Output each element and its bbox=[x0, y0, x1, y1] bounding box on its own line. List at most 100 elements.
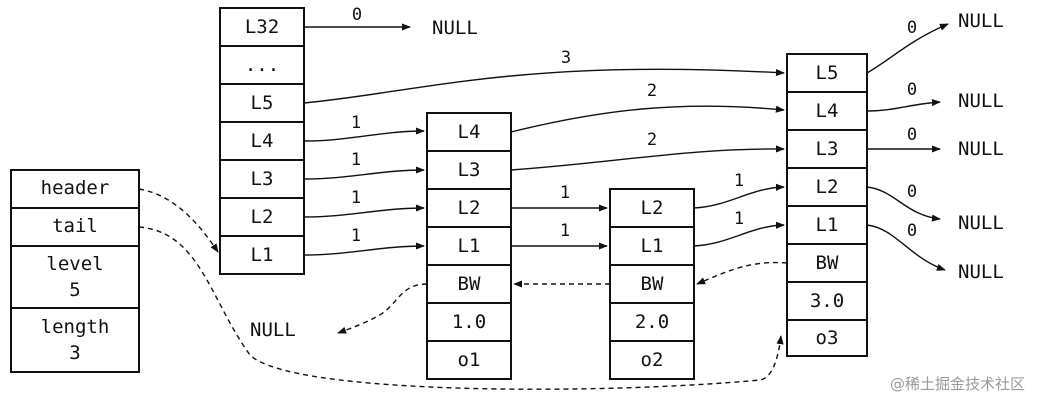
span-n2-l2: 1 bbox=[734, 171, 744, 191]
edge-tail-to-node3 bbox=[138, 226, 784, 390]
node1-level-l4-label: L4 bbox=[458, 121, 481, 143]
list-struct: header tail level 5 length 3 bbox=[10, 169, 140, 373]
node2-backward-label: BW bbox=[641, 273, 664, 295]
header-level-ellipsis-label: ... bbox=[245, 54, 279, 76]
length-field bbox=[10, 307, 140, 373]
span-n1-l1: 1 bbox=[560, 221, 570, 241]
header-field-label: header bbox=[41, 177, 110, 199]
node3-obj-label: o3 bbox=[816, 327, 839, 349]
struct-pointers bbox=[138, 188, 784, 390]
tail-field-label: tail bbox=[52, 215, 98, 237]
node3-backward-label: BW bbox=[816, 252, 839, 274]
edge-n1-bw-null bbox=[337, 283, 428, 334]
edge-n2-l1-node3 bbox=[693, 221, 785, 247]
header-level-l4 bbox=[219, 121, 305, 161]
edge-n3-bw-node2 bbox=[696, 261, 788, 285]
length-field-key: length bbox=[41, 316, 110, 338]
span-head-l5: 3 bbox=[561, 48, 571, 68]
node2-score bbox=[609, 302, 695, 342]
header-level-l2 bbox=[219, 197, 305, 237]
null-n1-bw: NULL bbox=[250, 319, 296, 341]
span-head-l2: 1 bbox=[351, 188, 361, 208]
edge-head-l1-node1 bbox=[303, 242, 425, 256]
node3-score-label: 3.0 bbox=[810, 290, 844, 312]
level-field-value: 5 bbox=[69, 279, 80, 301]
edge-n1-l4-node3 bbox=[510, 105, 785, 133]
edge-head-l5-node3 bbox=[303, 68, 785, 104]
node1-obj bbox=[426, 340, 512, 380]
node3-score bbox=[786, 281, 868, 321]
length-field-value: 3 bbox=[69, 342, 80, 364]
node-o3: L5 L4 L3 L2 L1 BW 3.0 o3 bbox=[786, 53, 868, 357]
node1-forward-pointers: 2 2 1 1 bbox=[510, 81, 785, 250]
node3-level-l2 bbox=[786, 167, 868, 207]
span-head-l1: 1 bbox=[351, 226, 361, 246]
null-n3-l4: NULL bbox=[958, 90, 1004, 112]
span-n3-l5: 0 bbox=[907, 18, 917, 38]
node3-level-l5-label: L5 bbox=[816, 62, 839, 84]
edge-n2-l2-node3 bbox=[693, 183, 785, 209]
span-n3-l1: 0 bbox=[907, 221, 917, 241]
node2-obj-label: o2 bbox=[641, 349, 664, 371]
node2-forward-pointers: 1 1 bbox=[693, 171, 785, 247]
span-n1-l2: 1 bbox=[560, 183, 570, 203]
node2-level-l1 bbox=[609, 226, 695, 266]
header-level-l2-label: L2 bbox=[251, 206, 274, 228]
null-n3-l3: NULL bbox=[958, 138, 1004, 160]
node3-backward bbox=[786, 243, 868, 283]
header-level-l3-label: L3 bbox=[251, 168, 274, 190]
span-n3-l4: 0 bbox=[907, 80, 917, 100]
span-n3-l2: 0 bbox=[907, 182, 917, 202]
node-o2: L2 L1 BW 2.0 o2 bbox=[609, 188, 695, 380]
node1-obj-label: o1 bbox=[458, 349, 481, 371]
edge-n3-l1-null bbox=[866, 224, 946, 271]
span-head-l3: 1 bbox=[351, 150, 361, 170]
header-node: L32 ... L5 L4 L3 L2 L1 bbox=[219, 7, 305, 275]
node1-score bbox=[426, 302, 512, 342]
span-head-l32: 0 bbox=[352, 5, 362, 25]
node3-level-l1-label: L1 bbox=[816, 214, 839, 236]
node-o1: L4 L3 L2 L1 BW 1.0 o1 bbox=[426, 112, 512, 380]
node3-level-l2-label: L2 bbox=[816, 176, 839, 198]
node2-level-l2 bbox=[609, 188, 695, 228]
null-n3-l2: NULL bbox=[958, 212, 1004, 234]
null-n3-l5: NULL bbox=[958, 10, 1004, 32]
span-n2-l1: 1 bbox=[734, 209, 744, 229]
span-n1-l3: 2 bbox=[647, 130, 657, 150]
edge-n1-l3-node3 bbox=[510, 145, 785, 171]
node2-score-label: 2.0 bbox=[635, 311, 669, 333]
node2-level-l1-label: L1 bbox=[641, 235, 664, 257]
header-field bbox=[10, 169, 140, 209]
edge-head-l4-node1 bbox=[303, 127, 425, 142]
edge-n3-l4-null bbox=[866, 98, 941, 112]
watermark: @稀土掘金技术社区 bbox=[890, 375, 1025, 393]
header-level-l4-label: L4 bbox=[251, 130, 274, 152]
node3-level-l4-label: L4 bbox=[816, 100, 839, 122]
node1-level-l4 bbox=[426, 112, 512, 152]
edge-n3-l5-null bbox=[866, 23, 949, 74]
null-n3-l1: NULL bbox=[958, 261, 1004, 283]
span-n3-l3: 0 bbox=[907, 125, 917, 145]
node3-level-l3-label: L3 bbox=[816, 138, 839, 160]
edge-n3-l2-null bbox=[866, 186, 941, 222]
node2-obj bbox=[609, 340, 695, 380]
node3-forward-pointers: 0 NULL 0 NULL 0 NULL 0 NULL 0 NULL bbox=[866, 10, 1004, 283]
backward-pointers: NULL bbox=[250, 261, 788, 341]
edge-header-to-header-node bbox=[138, 188, 219, 253]
span-head-l4: 1 bbox=[351, 113, 361, 133]
node1-backward-label: BW bbox=[458, 273, 481, 295]
node1-level-l2-label: L2 bbox=[458, 197, 481, 219]
level-field-key: level bbox=[46, 253, 103, 275]
node1-level-l1-label: L1 bbox=[458, 235, 481, 257]
header-level-l1-label: L1 bbox=[251, 244, 274, 266]
header-level-ellipsis bbox=[219, 45, 305, 85]
node1-score-label: 1.0 bbox=[452, 311, 486, 333]
span-n1-l4: 2 bbox=[647, 81, 657, 101]
node1-level-l2 bbox=[426, 188, 512, 228]
header-level-l5-label: L5 bbox=[251, 92, 274, 114]
node1-level-l3-label: L3 bbox=[458, 159, 481, 181]
edge-head-l3-node1 bbox=[303, 166, 425, 180]
header-forward-pointers: 0 NULL 3 1 1 1 1 bbox=[303, 5, 785, 256]
null-head-l32: NULL bbox=[432, 17, 478, 39]
